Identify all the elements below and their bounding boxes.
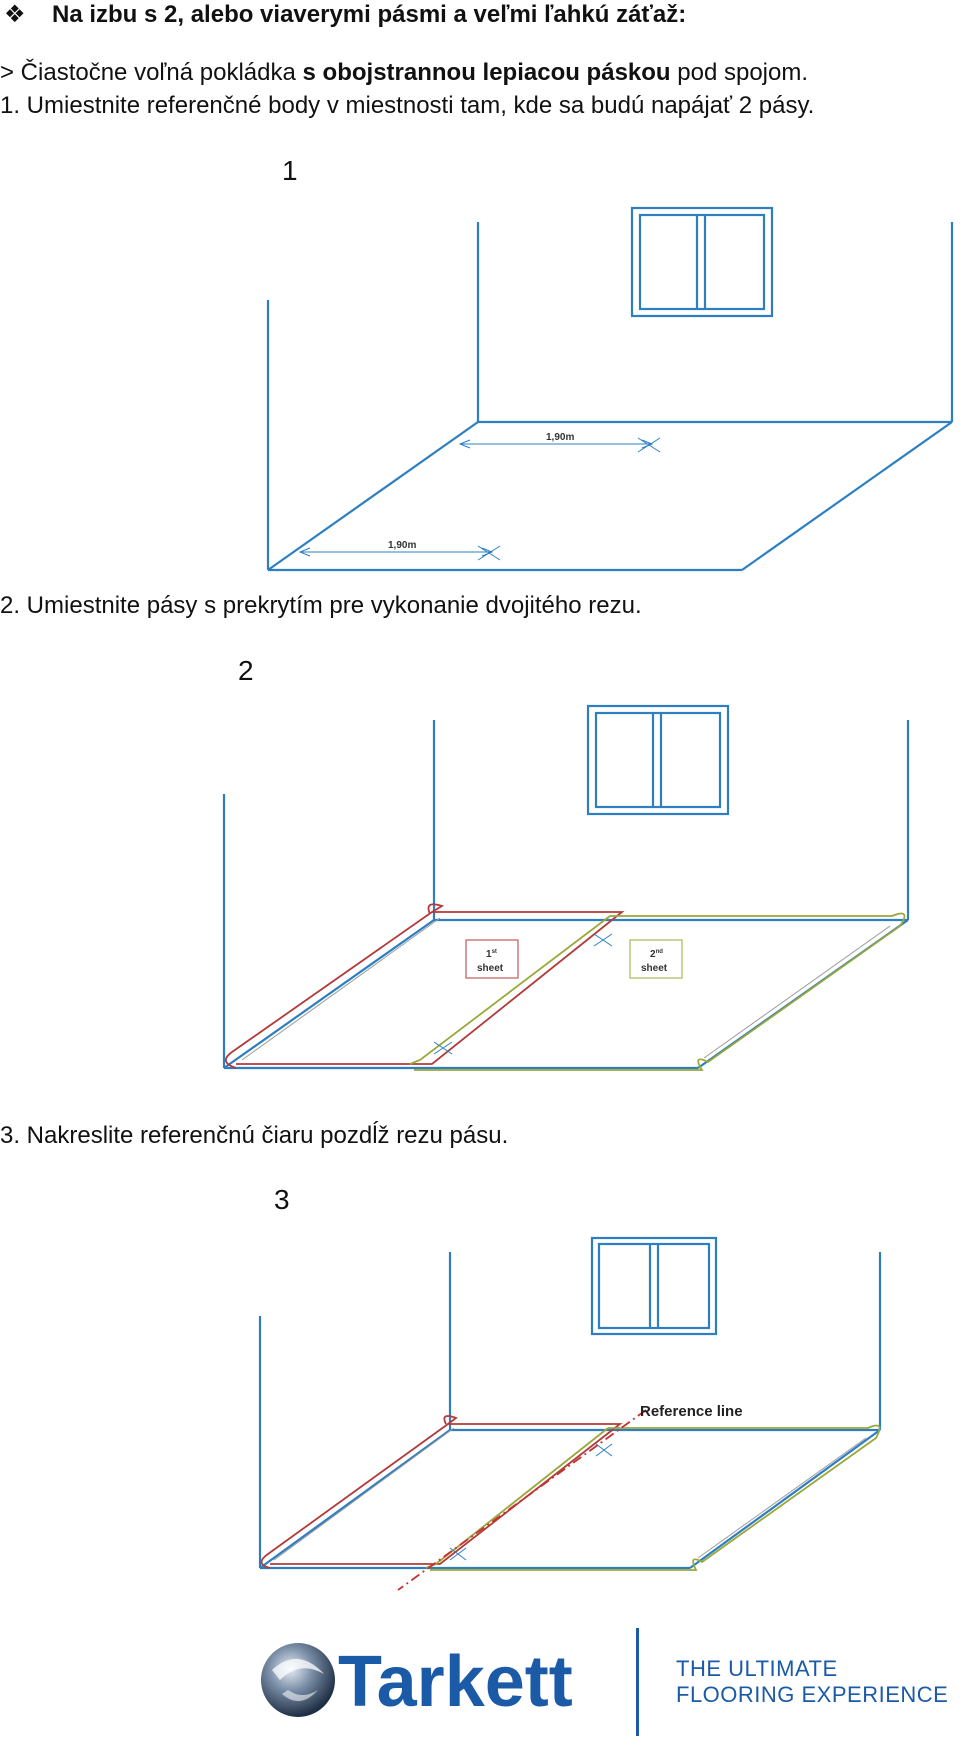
first-sheet-word: sheet (477, 963, 504, 974)
dimension-top: 1,90m (458, 432, 661, 453)
figure-2-sheets-diagram: 2 1st sheet 2nd sheet (222, 655, 910, 1071)
figure-3-number: 3 (274, 1184, 290, 1215)
step-1-text: 1. Umiestnite referenčné body v miestnos… (0, 92, 815, 119)
step-2-text: 2. Umiestnite pásy s prekrytím pre vykon… (0, 592, 642, 619)
section-heading: ❖ Na izbu s 2, alebo viaverymi pásmi a ve… (0, 1, 687, 28)
reference-cut-marks (449, 1443, 613, 1561)
brand-wordmark: Tarkett (338, 1642, 573, 1722)
floor-left-edge (259, 1429, 451, 1569)
first-sheet-num: 1 (486, 949, 492, 960)
svg-text:1st: 1st (486, 949, 497, 960)
dimension-bottom: 1,90m (298, 540, 501, 561)
second-sheet-outline (409, 912, 906, 1071)
tarkett-orb-icon (261, 1643, 335, 1717)
floor-right-edge (741, 421, 953, 571)
second-sheet-sup: nd (656, 949, 664, 955)
floor-left-edge (267, 421, 479, 571)
heading-text: Na izbu s 2, alebo viaverymi pásmi a veľ… (52, 1, 687, 28)
first-sheet-label: 1st sheet (465, 939, 519, 979)
second-sheet-word: sheet (641, 963, 668, 974)
tagline-line-1: THE ULTIMATE (676, 1656, 838, 1681)
window-icon (586, 704, 730, 816)
intro-line: > Čiastočne voľná pokládka s obojstranno… (0, 59, 809, 86)
second-sheet-label: 2nd sheet (629, 939, 683, 979)
intro-prefix: > Čiastočne voľná pokládka (0, 59, 303, 86)
window-icon (630, 206, 774, 318)
second-sheet-outline (425, 1424, 881, 1571)
first-sheet-sup: st (492, 949, 497, 955)
overlap-cut-marks (433, 933, 613, 1055)
floor-right-edge (689, 1429, 881, 1569)
reference-line (397, 1409, 647, 1591)
dimension-bottom-label: 1,90m (388, 540, 416, 551)
figure-3-reference-line-diagram: 3 Reference line (258, 1184, 882, 1591)
reference-line-label: Reference line (640, 1403, 743, 1420)
logo-divider (636, 1628, 639, 1736)
second-sheet-num: 2 (650, 949, 656, 960)
svg-text:2nd: 2nd (650, 949, 663, 960)
intro-suffix: pod spojom. (670, 59, 809, 86)
diamond-bullet-icon: ❖ (4, 1, 26, 28)
floor-left-edge (223, 919, 435, 1069)
figure-2-number: 2 (238, 655, 254, 686)
intro-bold: s obojstrannou lepiacou páskou (302, 59, 671, 86)
figure-1-number: 1 (282, 155, 298, 186)
first-sheet-outline (225, 903, 625, 1069)
window-icon (590, 1236, 718, 1336)
step-3-text: 3. Nakreslite referenčnú čiaru pozdĺž re… (0, 1122, 509, 1149)
tarkett-logo: Tarkett THE ULTIMATE FLOORING EXPERIENCE (261, 1628, 948, 1736)
tagline-line-2: FLOORING EXPERIENCE (676, 1682, 948, 1707)
dimension-top-label: 1,90m (546, 432, 574, 443)
figure-1-room-diagram: 1 1,90m 1,90m (266, 155, 954, 572)
first-sheet-outline (260, 1415, 623, 1569)
